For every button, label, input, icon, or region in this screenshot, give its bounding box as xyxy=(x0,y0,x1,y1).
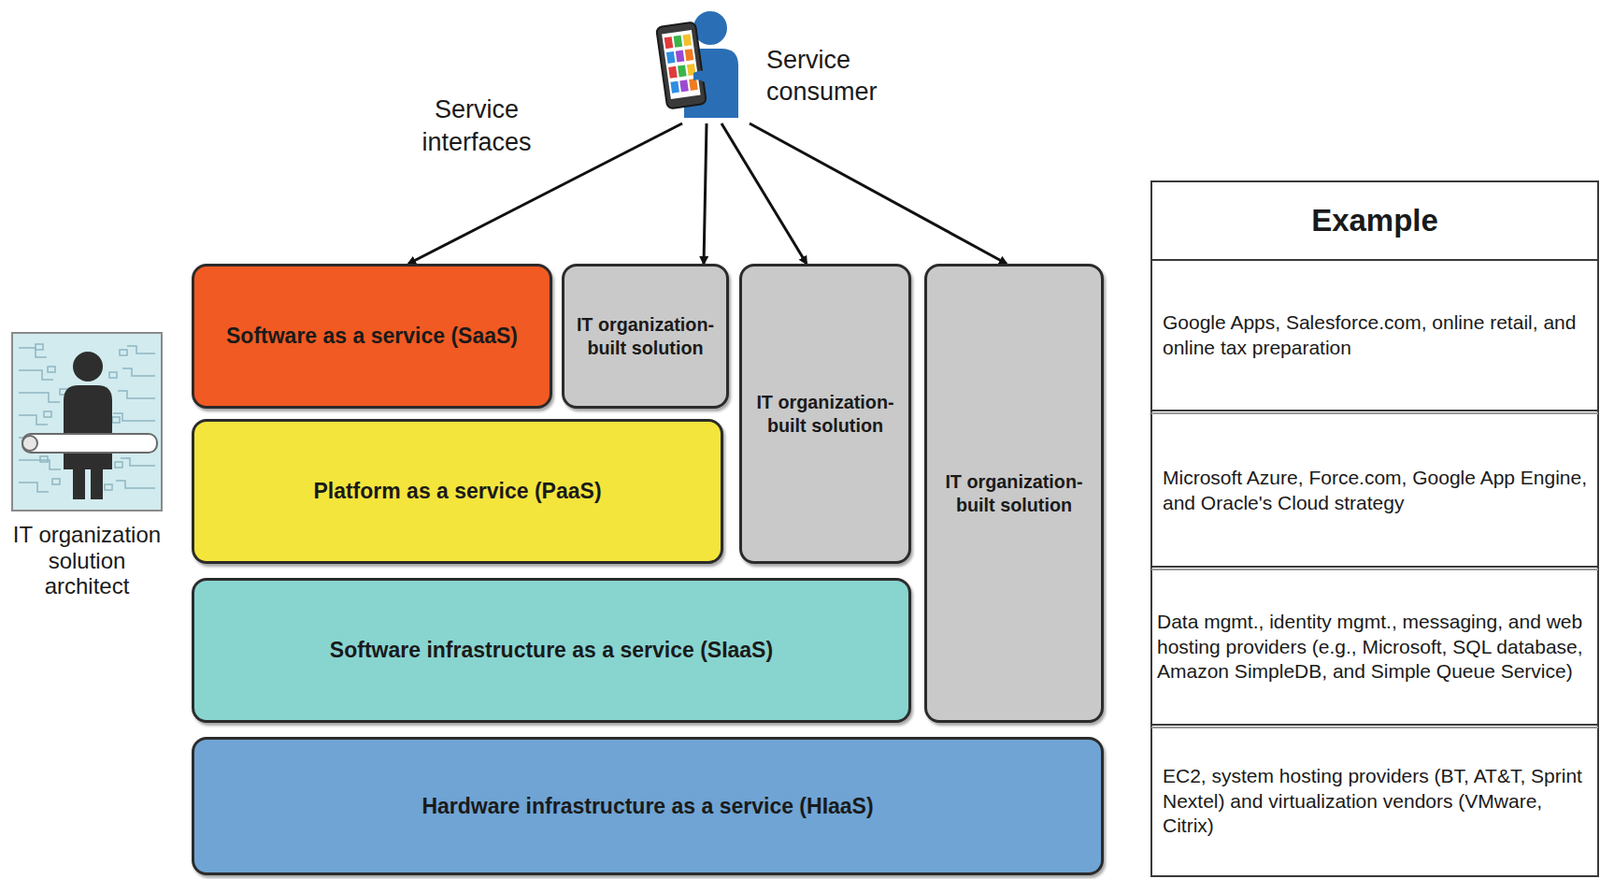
box-label: IT organization-built solution xyxy=(742,390,909,437)
paas-layer: Platform as a service (PaaS) xyxy=(191,418,724,564)
service-interface-arrow xyxy=(749,123,1007,264)
saas-layer: Software as a service (SaaS) xyxy=(191,263,553,409)
table-cell: Data mgmt., identity mgmt., messaging, a… xyxy=(1157,609,1595,686)
table-header: Example xyxy=(1153,200,1597,241)
service-interface-arrow xyxy=(721,123,807,264)
table-cell: Google Apps, Salesforce.com, online reta… xyxy=(1162,310,1591,361)
box-label: Software infrastructure as a service (SI… xyxy=(320,636,783,664)
service-consumer: Service consumer xyxy=(635,7,907,124)
hiaas-layer: Hardware infrastructure as a service (HI… xyxy=(191,736,1104,875)
consumer-label: Service consumer xyxy=(766,44,905,109)
box-label: IT organization-built solution xyxy=(927,470,1101,516)
example-table xyxy=(1151,181,1599,876)
box-label: Hardware infrastructure as a service (HI… xyxy=(412,792,883,820)
box-label: Platform as a service (PaaS) xyxy=(303,477,611,505)
interfaces-label: Service interfaces xyxy=(401,93,552,158)
it-built-solution: IT organization-built solution xyxy=(924,263,1104,723)
architect-label: IT organization solution architect xyxy=(7,521,167,600)
siaas-layer: Software infrastructure as a service (SI… xyxy=(191,577,912,723)
box-label: Software as a service (SaaS) xyxy=(216,322,528,350)
box-label: IT organization-built solution xyxy=(564,313,727,359)
consumer-icon xyxy=(635,7,758,124)
service-interface-arrow xyxy=(703,123,707,264)
it-built-solution: IT organization-built solution xyxy=(561,263,729,409)
it-built-solution: IT organization-built solution xyxy=(739,263,912,564)
architect-icon xyxy=(7,328,167,515)
table-cell: EC2, system hosting providers (BT, AT&T,… xyxy=(1162,763,1591,840)
solution-architect: IT organization solution architect xyxy=(7,328,178,647)
table-cell: Microsoft Azure, Force.com, Google App E… xyxy=(1162,465,1591,516)
